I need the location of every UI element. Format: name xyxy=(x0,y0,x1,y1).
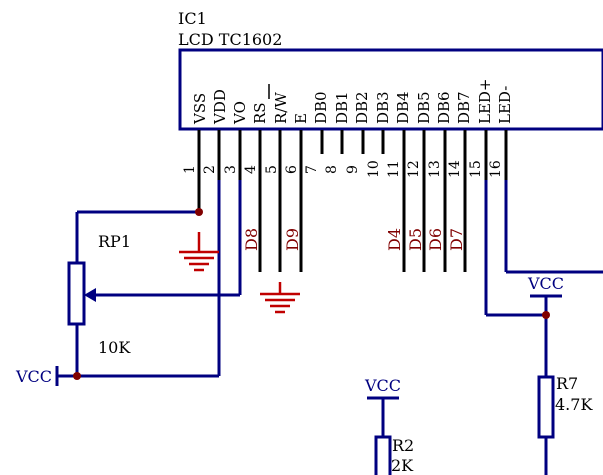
rp1-body xyxy=(67,261,86,326)
ic-value: LCD TC1602 xyxy=(178,30,282,49)
ground-symbol xyxy=(179,232,219,272)
pin-name: RS xyxy=(251,102,269,124)
r7-value: 4.7K xyxy=(555,395,593,414)
vcc-left-label: VCC xyxy=(15,367,52,386)
ic-reference: IC1 xyxy=(178,9,207,28)
net-label-d4: D4 xyxy=(385,228,404,251)
net-label-d6: D6 xyxy=(426,228,445,251)
net-label-d5: D5 xyxy=(406,228,425,251)
pin-name: VDD xyxy=(211,89,229,125)
junction-dot xyxy=(73,372,81,380)
rp1-value: 10K xyxy=(98,338,131,357)
pin-number: 1 xyxy=(182,165,198,174)
pin-number: 5 xyxy=(264,165,280,174)
net-label-d7: D7 xyxy=(447,228,466,251)
pin-name: DB6 xyxy=(435,91,453,124)
vcc-bottom-label: VCC xyxy=(364,376,401,395)
pin-name: DB3 xyxy=(374,91,392,124)
vcc-right-label: VCC xyxy=(527,274,564,293)
net-labels: D8 D9 D4 D5 D6 D7 xyxy=(242,228,466,251)
pin-name: E xyxy=(292,113,310,124)
pin-number: 15 xyxy=(468,160,484,178)
pin-number: 13 xyxy=(427,160,443,178)
net-label-d9: D9 xyxy=(283,228,302,251)
ic-body xyxy=(178,48,603,131)
junction-dot xyxy=(195,208,203,216)
pin-number: 16 xyxy=(488,160,504,178)
ic-pin-numbers: 1 2 3 4 5 6 7 8 9 10 11 12 13 14 15 16 xyxy=(182,160,504,178)
circuit-wires xyxy=(57,180,603,475)
pin-name: DB0 xyxy=(312,91,330,124)
pin-number: 6 xyxy=(284,165,300,174)
pin-number: 11 xyxy=(386,160,402,178)
net-label-d8: D8 xyxy=(242,228,261,251)
pin-name: DB2 xyxy=(353,91,371,124)
junction-dot xyxy=(542,311,550,319)
pin-name: VSS xyxy=(191,93,209,125)
pin-number: 7 xyxy=(304,165,320,174)
ground-symbol xyxy=(260,282,300,314)
pin-number: 3 xyxy=(223,165,239,174)
pin-number: 2 xyxy=(202,165,218,174)
pin-name: R/W xyxy=(272,92,290,124)
pin-number: 9 xyxy=(345,165,361,174)
rp1-reference: RP1 xyxy=(98,232,131,251)
ic-pin-leads xyxy=(197,130,508,272)
r7-body xyxy=(537,375,555,439)
pin-name: DB4 xyxy=(394,91,412,124)
pin-number: 12 xyxy=(406,160,422,178)
pin-number: 14 xyxy=(447,160,463,178)
pin-number: 4 xyxy=(243,165,259,174)
r7-reference: R7 xyxy=(556,374,578,393)
pin-name: VO xyxy=(231,101,249,125)
r2-value: 2K xyxy=(391,456,414,475)
pin-number: 10 xyxy=(366,160,382,178)
pin-name: LED+ xyxy=(476,78,494,124)
pin-name: LED- xyxy=(496,86,514,124)
pin-name: DB1 xyxy=(333,91,351,124)
pin-number: 8 xyxy=(324,165,340,174)
ic-pin-names: VSS VDD VO RS R/W E DB0 DB1 DB2 DB3 DB4 … xyxy=(191,78,514,125)
r2-body xyxy=(374,435,392,475)
pin-name: DB5 xyxy=(415,91,433,124)
rp1-wiper-arrow xyxy=(84,288,96,302)
r2-reference: R2 xyxy=(392,436,414,455)
pin-name: DB7 xyxy=(455,91,473,124)
